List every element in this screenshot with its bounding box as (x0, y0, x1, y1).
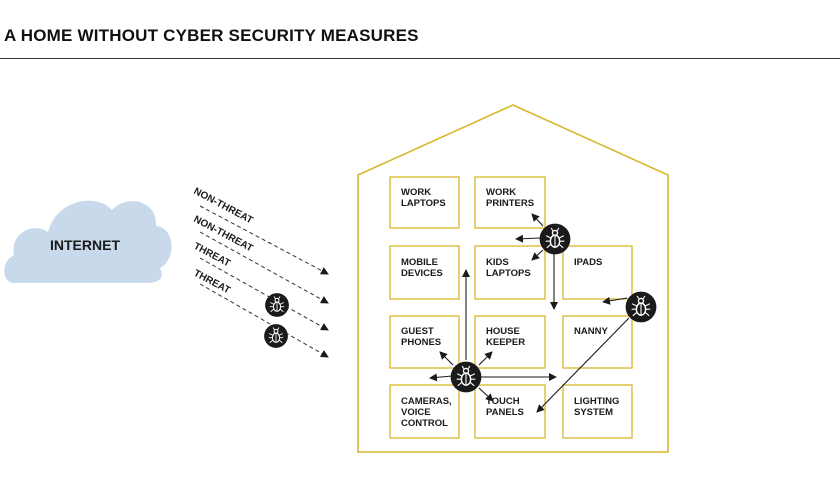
internet-cloud (4, 200, 172, 283)
internet-label: INTERNET (50, 237, 120, 253)
room-label: WORK (486, 187, 516, 198)
room-label: PRINTERS (486, 198, 534, 209)
room-mobile-devices (389, 245, 460, 300)
infection-arrows (429, 213, 630, 413)
room-cameras (389, 384, 460, 439)
title-divider (0, 58, 840, 59)
room-label: VOICE (401, 407, 431, 418)
house-outline (357, 104, 669, 453)
room-touch-panels (474, 384, 546, 439)
room-label: HOUSE (486, 326, 520, 337)
page-title: A HOME WITHOUT CYBER SECURITY MEASURES (4, 26, 419, 45)
room-label: LIGHTING (574, 396, 619, 407)
room-label: NANNY (574, 326, 608, 337)
room-label: CONTROL (401, 418, 448, 429)
room-label: MOBILE (401, 257, 438, 268)
room-label: DEVICES (401, 268, 443, 279)
room-label: TOUCH (486, 396, 520, 407)
room-work-laptops (389, 176, 460, 229)
traffic-lines (199, 205, 329, 358)
room-label: IPADS (574, 257, 602, 268)
rooms (389, 176, 633, 439)
bug-icon (449, 360, 483, 394)
room-label: CAMERAS, (401, 396, 452, 407)
room-label: WORK (401, 187, 431, 198)
bug-icon (264, 292, 290, 318)
room-label: KEEPER (486, 337, 525, 348)
room-work-printers (474, 176, 546, 229)
room-label: LAPTOPS (486, 268, 531, 279)
bug-icon (263, 323, 289, 349)
room-lighting-system (562, 384, 633, 439)
room-label: KIDS (486, 257, 509, 268)
room-label: SYSTEM (574, 407, 613, 418)
room-guest-phones (389, 315, 460, 369)
room-kids-laptops (474, 245, 546, 300)
traffic-label-threat-1: THREAT (192, 241, 232, 269)
room-label: PHONES (401, 337, 441, 348)
room-label: LAPTOPS (401, 198, 446, 209)
room-ipads (562, 245, 633, 300)
room-house-keeper (474, 315, 546, 369)
room-label: PANELS (486, 407, 524, 418)
bug-icon (624, 290, 658, 324)
bug-icon (538, 222, 572, 256)
room-label: GUEST (401, 326, 434, 337)
room-nanny (562, 315, 633, 369)
